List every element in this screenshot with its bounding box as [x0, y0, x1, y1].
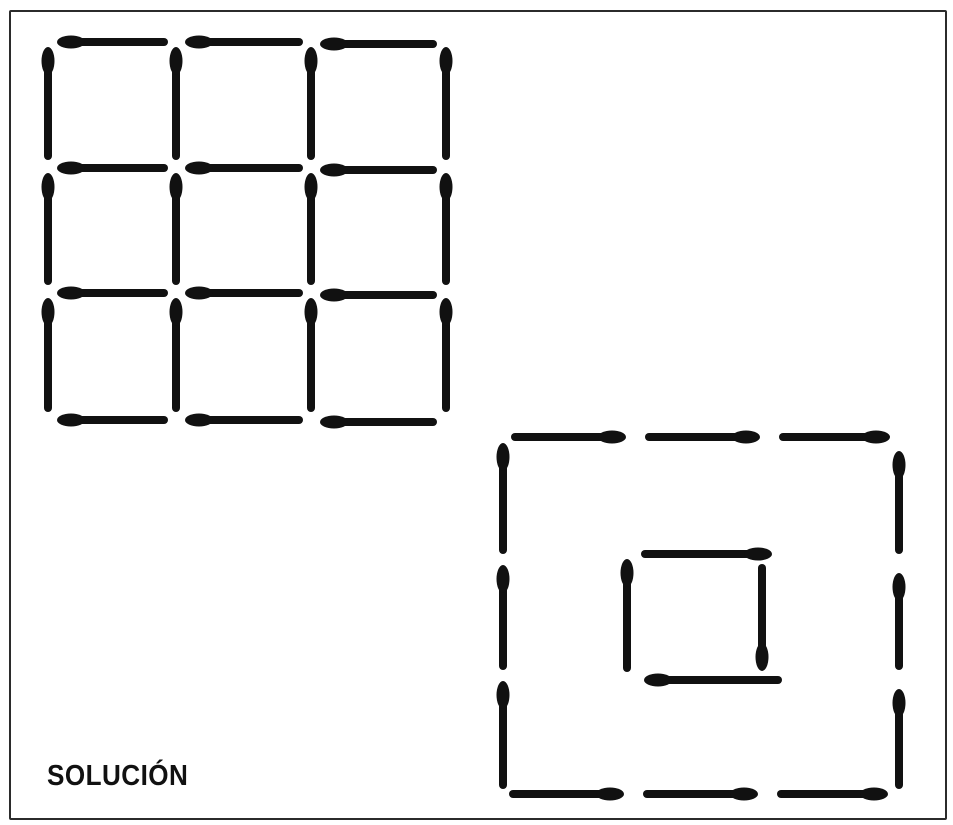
grid-matchstick-horizontal: [185, 414, 299, 427]
matchstick-head: [893, 573, 906, 601]
grid-matchstick-vertical: [170, 47, 183, 156]
matchstick-head: [497, 681, 510, 709]
grid-matchstick-vertical: [305, 298, 318, 408]
matchstick-head: [756, 643, 769, 671]
outer-matchstick-top: [783, 431, 890, 444]
matchstick-head: [185, 162, 213, 175]
matchstick-head: [320, 416, 348, 429]
grid-matchstick-vertical: [170, 298, 183, 408]
inner-matchstick-left: [621, 559, 634, 668]
matchstick-head: [170, 47, 183, 75]
outer-matchstick-left: [497, 565, 510, 666]
matchstick-head: [42, 173, 55, 201]
outer-matchstick-left: [497, 681, 510, 785]
grid-matchstick-vertical: [42, 173, 55, 281]
matchstick-head: [57, 36, 85, 49]
grid-matchstick-vertical: [440, 47, 453, 156]
grid-matchstick-vertical: [305, 47, 318, 156]
matchstick-head: [320, 38, 348, 51]
grid-matchstick-vertical: [170, 173, 183, 281]
outer-matchstick-top: [515, 431, 626, 444]
matchstick-head: [730, 788, 758, 801]
matchstick-head: [320, 164, 348, 177]
matchstick-head: [862, 431, 890, 444]
original-matchstick-grid: [42, 36, 453, 429]
grid-matchstick-horizontal: [320, 38, 433, 51]
outer-matchstick-bottom: [513, 788, 624, 801]
inner-matchstick-bottom: [644, 674, 778, 687]
grid-matchstick-horizontal: [57, 36, 164, 49]
outer-matchstick-right: [893, 451, 906, 550]
matchstick-head: [185, 414, 213, 427]
grid-matchstick-vertical: [440, 298, 453, 408]
matchstick-head: [893, 451, 906, 479]
matchstick-head: [497, 565, 510, 593]
matchstick-head: [440, 47, 453, 75]
grid-matchstick-horizontal: [57, 414, 164, 427]
grid-matchstick-horizontal: [185, 287, 299, 300]
matchstick-head: [644, 674, 672, 687]
matchstick-head: [42, 47, 55, 75]
outer-matchstick-right: [893, 689, 906, 785]
matchstick-head: [57, 162, 85, 175]
grid-matchstick-vertical: [42, 298, 55, 408]
solution-caption: SOLUCIÓN: [47, 760, 188, 793]
matchstick-head: [185, 36, 213, 49]
grid-matchstick-horizontal: [185, 162, 299, 175]
matchstick-head: [185, 287, 213, 300]
matchstick-head: [170, 173, 183, 201]
grid-matchstick-horizontal: [320, 164, 433, 177]
inner-matchstick-top: [645, 548, 772, 561]
grid-matchstick-horizontal: [320, 416, 433, 429]
matchstick-head: [320, 289, 348, 302]
matchstick-head: [42, 298, 55, 326]
matchstick-head: [305, 47, 318, 75]
outer-matchstick-bottom: [781, 788, 888, 801]
matchstick-head: [305, 298, 318, 326]
matchstick-head: [860, 788, 888, 801]
matchstick-head: [598, 431, 626, 444]
grid-matchstick-vertical: [440, 173, 453, 281]
matchstick-head: [893, 689, 906, 717]
matchstick-head: [440, 298, 453, 326]
outer-matchstick-left: [497, 443, 510, 550]
matchstick-head: [596, 788, 624, 801]
matchstick-head: [170, 298, 183, 326]
grid-matchstick-horizontal: [185, 36, 299, 49]
grid-matchstick-horizontal: [57, 162, 164, 175]
grid-matchstick-vertical: [305, 173, 318, 281]
grid-matchstick-horizontal: [320, 289, 433, 302]
outer-matchstick-top: [649, 431, 760, 444]
matchstick-head: [497, 443, 510, 471]
matchstick-head: [440, 173, 453, 201]
outer-matchstick-bottom: [647, 788, 758, 801]
inner-matchstick-right: [756, 568, 769, 671]
matchstick-head: [305, 173, 318, 201]
matchstick-head: [621, 559, 634, 587]
matchstick-head: [57, 414, 85, 427]
matchstick-head: [744, 548, 772, 561]
solution-matchstick-squares: [497, 431, 906, 801]
outer-matchstick-right: [893, 573, 906, 666]
matchstick-head: [57, 287, 85, 300]
matchstick-head: [732, 431, 760, 444]
grid-matchstick-vertical: [42, 47, 55, 156]
grid-matchstick-horizontal: [57, 287, 164, 300]
